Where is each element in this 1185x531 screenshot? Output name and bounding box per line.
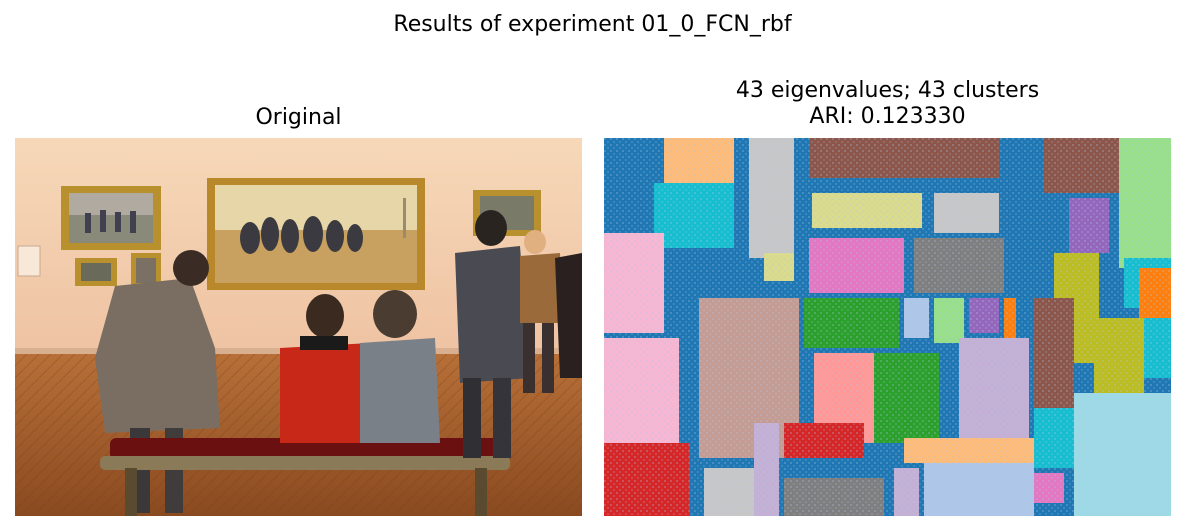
segmentation-map [604,138,1171,516]
man-standing [455,210,530,458]
segmentation-title-line1: 43 eigenvalues; 43 clusters [735,78,1040,103]
bench [100,438,510,516]
original-panel-title: Original [255,105,342,130]
visitors-right [520,230,582,393]
wall-placard [17,245,41,277]
original-image [15,138,582,516]
woman-gray [360,290,440,443]
large-painting [207,178,425,290]
small-painting-left [61,186,161,250]
figure-title: Results of experiment 01_0_FCN_rbf [393,12,792,37]
boy-red-sweater [280,294,370,443]
segmentation-panel-title: 43 eigenvalues; 43 clusters ARI: 0.12333… [604,78,1171,130]
segmentation-title-line2: ARI: 0.123330 [809,104,966,129]
